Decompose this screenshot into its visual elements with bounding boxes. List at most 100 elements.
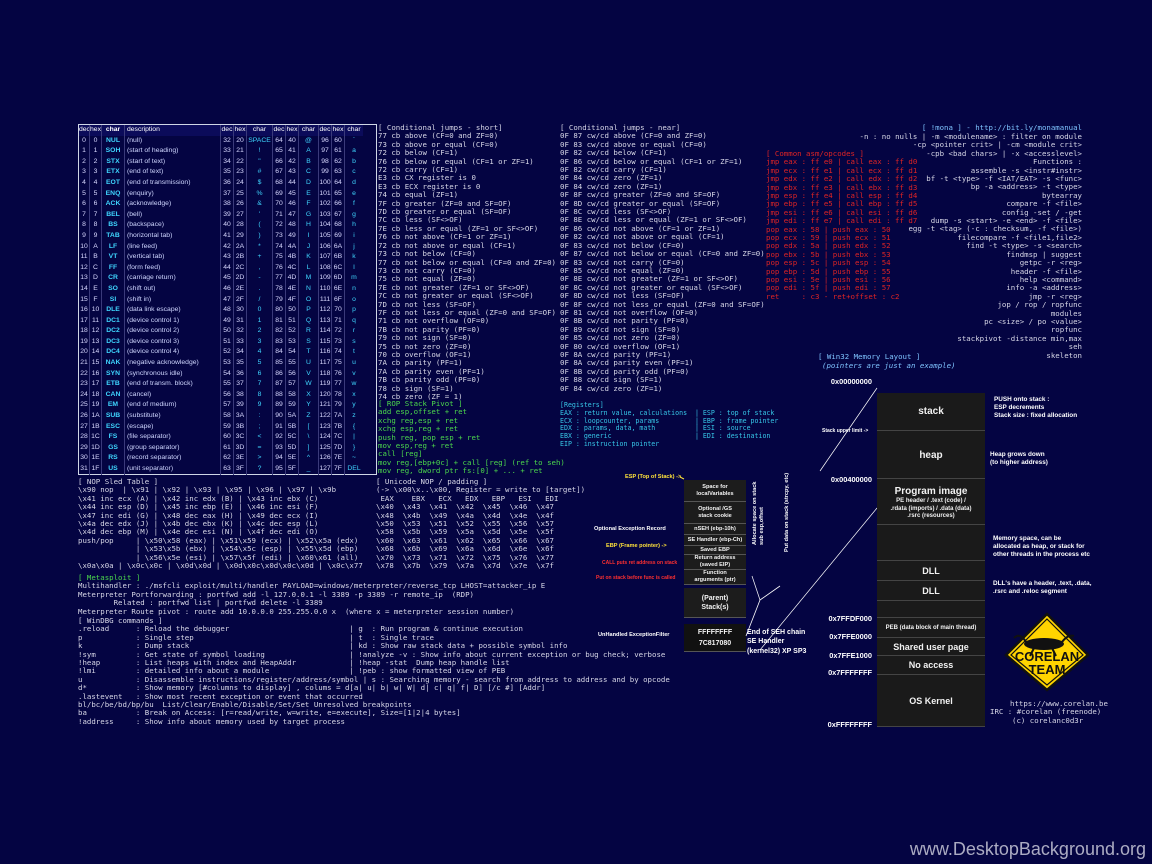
ascii-cell: 91 [273, 421, 286, 433]
ascii-cell: 16 [90, 368, 102, 380]
ascii-cell: m [351, 274, 357, 282]
ascii-cell: 55 [286, 358, 299, 369]
ascii-cell: (backspace) [125, 220, 221, 231]
memory-os-kernel: OS Kernel [877, 675, 985, 727]
ascii-cell: { [352, 422, 356, 430]
ascii-cell: } [352, 443, 356, 451]
windbg-commands: [ WinDBG commands ] .reload : Reload the… [78, 616, 670, 726]
ascii-cell: B [299, 156, 319, 168]
ascii-cell: RS [102, 453, 125, 464]
ascii-cell: 7A [332, 411, 345, 422]
ascii-cell: & [247, 199, 273, 210]
ascii-cell: 118 [319, 368, 332, 380]
heap-grows-note: Heap grows down (to higher address) [990, 451, 1048, 466]
ascii-cell: 3 [90, 167, 102, 178]
ascii-cell: 1B [90, 421, 102, 433]
ascii-cell: s [352, 337, 356, 345]
ascii-cell: V [299, 368, 319, 380]
ascii-cell: 43 [221, 252, 234, 263]
stack-cell-localvars: Space for localVariables [684, 480, 746, 502]
common-asm-opcodes: jmp eax : ff e0 | call eax : ff d0 jmp e… [766, 157, 918, 301]
ascii-cell: 107 [319, 252, 332, 263]
ascii-cell: x [352, 390, 356, 398]
ascii-cell: 34 [234, 347, 247, 359]
ascii-cell: 50 [286, 305, 299, 316]
ascii-cell: < [247, 432, 273, 443]
ascii-cell: 78 [332, 389, 345, 401]
ascii-cell: 48 [286, 220, 299, 231]
ascii-cell: 2B [234, 252, 247, 263]
stack-cell-gs-cookie: Optional /GS stack cookie [684, 502, 746, 524]
ascii-cell: 119 [319, 379, 332, 390]
ascii-cell: 64 [332, 177, 345, 189]
ascii-cell: EOT [102, 177, 125, 189]
ascii-cell: GS [102, 442, 125, 454]
ascii-cell: (synchronous idle) [125, 368, 221, 380]
ascii-cell: 29 [79, 442, 90, 454]
corelan-site[interactable]: https://www.corelan.be [1010, 699, 1108, 708]
corelan-team: TEAM [1028, 662, 1066, 677]
ascii-cell: 75 [332, 358, 345, 369]
ascii-cell: (horizontal tab) [125, 230, 221, 242]
ascii-cell: 102 [319, 199, 332, 210]
rop-stack-pivot-title: [ ROP Stack Pivot ] [378, 399, 463, 408]
memory-shared-user-page: Shared user page [877, 638, 985, 656]
ascii-cell: 1E [90, 453, 102, 464]
ascii-cell: q [352, 316, 356, 324]
ascii-cell: (cancel) [125, 389, 221, 401]
ascii-cell: 59 [221, 421, 234, 433]
ascii-cell: 122 [319, 411, 332, 422]
ascii-cell: 85 [273, 358, 286, 369]
corelan-irc: IRC : #corelan (freenode) [990, 707, 1102, 717]
ascii-cell: | [353, 433, 355, 441]
ascii-cell: 8 [79, 220, 90, 231]
ascii-cell: \ [299, 432, 319, 443]
stack-upper-limit-note: Stack upper limit -> [822, 428, 869, 434]
ascii-cell: 31 [79, 464, 90, 475]
ascii-cell: dec [319, 125, 332, 136]
ascii-cell: 7 [90, 209, 102, 221]
ascii-cell: 39 [221, 209, 234, 221]
ascii-cell: 23 [79, 379, 90, 390]
ascii-cell: (substitute) [125, 411, 221, 422]
ascii-cell: 26 [234, 199, 247, 210]
ascii-cell: 58 [286, 389, 299, 401]
ascii-cell: B [90, 252, 102, 263]
ascii-cell: 35 [234, 358, 247, 369]
ascii-cell: 81 [273, 315, 286, 327]
ascii-cell: 46 [286, 199, 299, 210]
ascii-cell: SPACE [247, 135, 273, 147]
ascii-cell: 112 [319, 305, 332, 316]
ascii-cell: 5D [286, 442, 299, 454]
ascii-cell: dec [221, 125, 234, 136]
ascii-cell: 111 [319, 294, 332, 306]
ascii-cell: 49 [221, 315, 234, 327]
conditional-jumps-short: [ Conditional jumps - short] 77 cb above… [378, 123, 556, 401]
ascii-cell: 5F [286, 464, 299, 475]
ascii-cell: 8 [247, 389, 273, 401]
ascii-cell: g [352, 210, 356, 218]
ascii-cell: l [353, 263, 355, 271]
unhandled-exception-filter-label: UnHandled ExceptionFilter [598, 632, 670, 638]
ascii-cell: , [247, 262, 273, 274]
call-ret-note: CALL puts ret address on stack [602, 560, 678, 566]
ascii-cell: 42 [221, 241, 234, 253]
ascii-cell: 2A [234, 241, 247, 253]
ascii-cell: 1 [247, 315, 273, 327]
ascii-cell: 63 [221, 464, 234, 475]
ascii-cell: 14 [79, 283, 90, 295]
ascii-cell: 76 [273, 262, 286, 274]
ascii-cell: k [352, 253, 356, 261]
ascii-cell: 6 [247, 368, 273, 380]
ascii-cell: 88 [273, 389, 286, 401]
ascii-cell: % [247, 188, 273, 200]
ascii-cell: 5A [286, 411, 299, 422]
ascii-cell: 11 [90, 315, 102, 327]
ascii-cell: 120 [319, 389, 332, 401]
ascii-cell: 97 [319, 146, 332, 157]
